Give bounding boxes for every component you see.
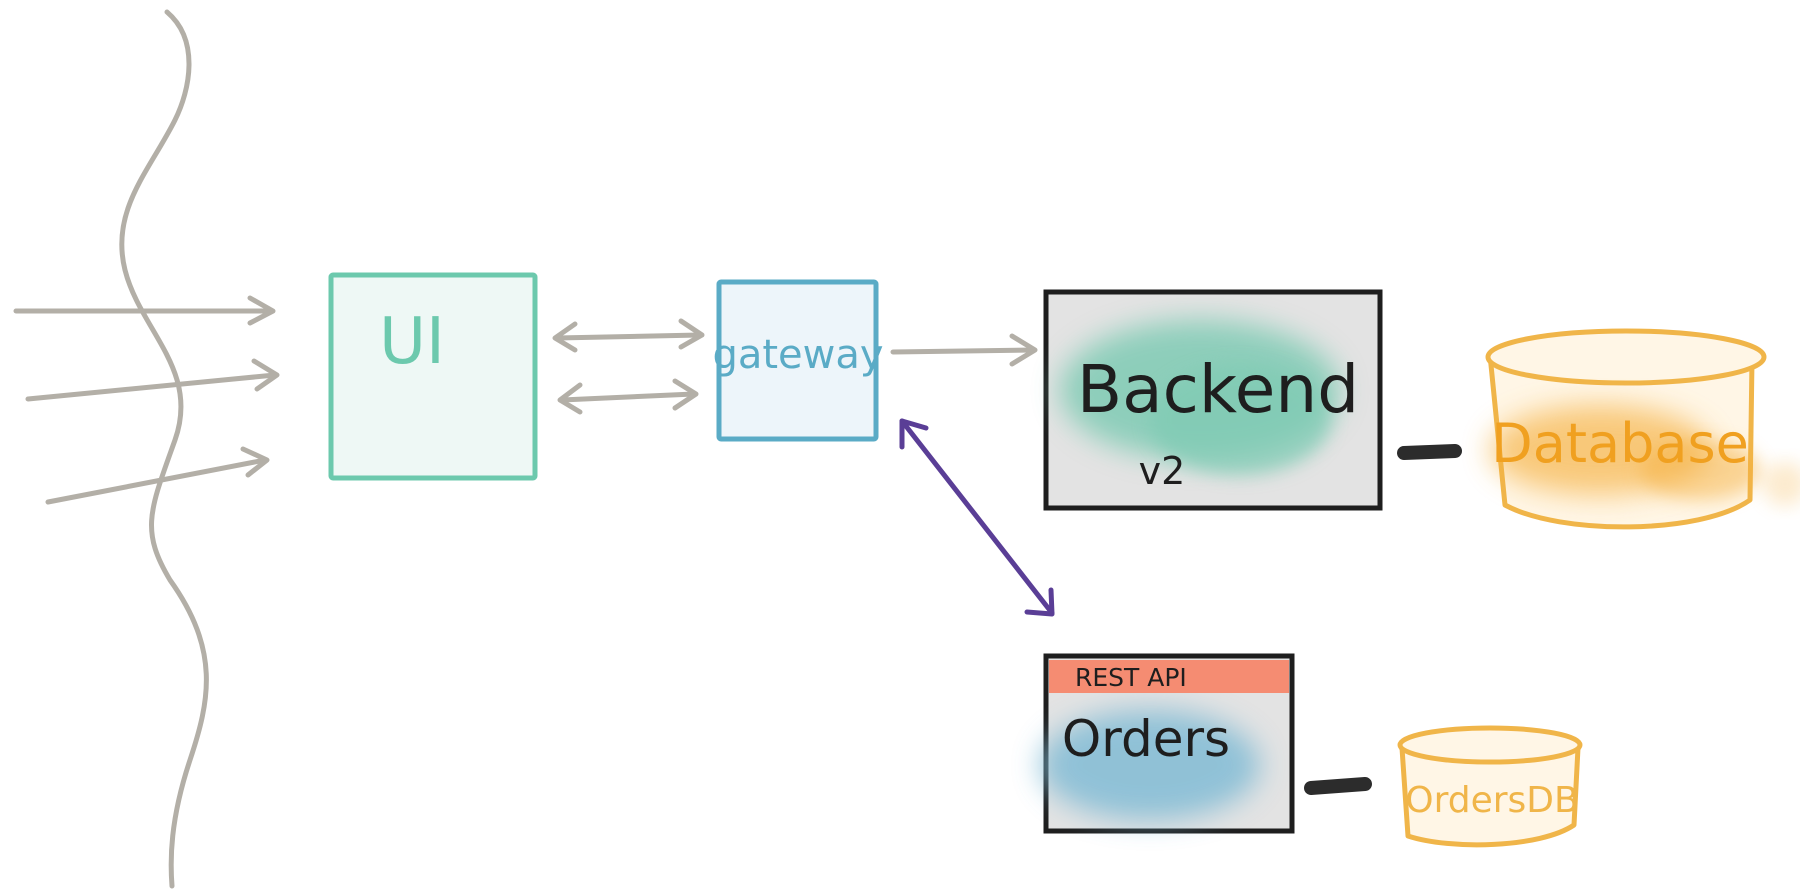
database-label: Database [1491,412,1749,475]
incoming-arrows [13,295,280,505]
orders-ordersdb-connector [1304,777,1372,795]
ui-gateway-arrows [552,318,705,415]
ui-node[interactable]: UI [328,272,538,481]
gateway-orders-arrow [899,418,1055,617]
incoming-arrow-3 [45,446,270,505]
database-node[interactable]: Database [1485,328,1800,530]
orders-node[interactable]: REST API Orders [1040,653,1295,834]
gateway-label: gateway [712,332,883,378]
backend-label: Backend [1077,351,1359,428]
rest-api-label: REST API [1075,663,1187,692]
ui-gateway-arrow-1 [552,318,705,353]
ui-gateway-arrow-2 [557,378,699,415]
backend-version: v2 [1139,449,1186,493]
rest-api-banner [1049,660,1289,693]
ordersdb-node[interactable]: OrdersDB [1397,725,1583,848]
incoming-arrow-2 [25,358,280,402]
gateway-node[interactable]: gateway [712,279,884,442]
ui-label: UI [379,305,445,379]
orders-label: Orders [1062,710,1230,768]
boundary-line [119,9,209,889]
gateway-backend-arrow [890,333,1038,367]
ordersdb-label: OrdersDB [1405,780,1578,821]
backend-database-connector [1397,444,1462,460]
backend-node[interactable]: Backend v2 [1043,289,1383,511]
incoming-arrow-1 [13,295,276,326]
